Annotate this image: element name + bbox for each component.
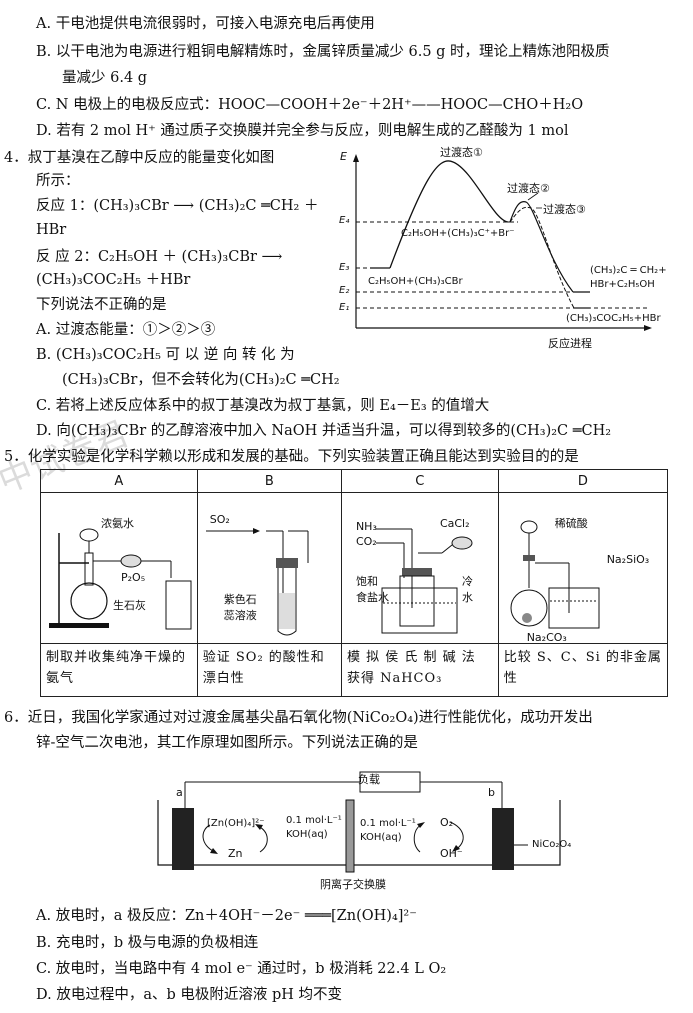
q6-stem: 6．近日，我国化学家通过对过渡金属基尖晶石氧化物(NiCo₂O₄)进行性能优化，… xyxy=(4,710,593,726)
energy-diagram xyxy=(353,154,652,331)
q5-stem: 5．化学实验是化学科学赖以形成和发展的基础。下列实验装置正确且能达到实验目的的是 xyxy=(4,449,579,465)
q4-reaction-1: 反应 1：(CH₃)₃CBr ⟶ (CH₃)₂C ═CH₂ ＋ xyxy=(36,198,319,214)
e2-label: E₂ xyxy=(339,285,350,296)
q4-reaction-1-cont: HBr xyxy=(36,222,67,238)
catalyst-label: NiCo₂O₄ xyxy=(532,839,572,850)
q4-option-d: D. 向(CH₃)₃CBr 的乙醇溶液中加入 NaOH 并适当升温，可以得到较多… xyxy=(36,423,612,439)
ts2-label: 过渡态② xyxy=(507,182,550,195)
c-label-co2: CO₂ xyxy=(355,535,377,548)
energy-axis-label: E xyxy=(340,150,347,163)
q4-stem-cont: 所示： xyxy=(36,173,80,189)
d-label-acid: 稀硫酸 xyxy=(554,517,588,530)
left-conc-2: KOH(aq) xyxy=(286,829,328,840)
hydroxide-label: OH⁻ xyxy=(440,847,463,860)
apparatus-d: 稀硫酸 Na₂SiO₃ Na₂CO₃ xyxy=(497,492,669,644)
c-label-cold-2: 水 xyxy=(461,591,473,604)
q3-option-b: B. 以干电池为电源进行粗铜电解精炼时，金属锌质量减少 6.5 g 时，理论上精… xyxy=(36,44,610,60)
electrode-b-label: b xyxy=(488,786,495,799)
reaction-progress-label: 反应进程 xyxy=(548,337,592,350)
intermediate-label: C₂H₅OH+(CH₃)₃C⁺+Br⁻ xyxy=(401,228,515,239)
c-label-brine: 食盐水 xyxy=(355,591,389,604)
q3-option-d: D. 若有 2 mol H⁺ 通过质子交换膜并完全参与反应，则电解生成的乙醛酸为… xyxy=(36,123,569,139)
q6-option-a: A. 放电时，a 极反应：Zn＋4OH⁻－2e⁻ ═══[Zn(OH)₄]²⁻ xyxy=(36,908,417,924)
a-label-p2o5: P₂O₅ xyxy=(121,571,146,584)
caption-d: 比较 S、C、Si 的非金属性 xyxy=(497,643,669,697)
product1-label-a: (CH₃)₂C ═ CH₂+ xyxy=(590,265,667,276)
battery-diagram xyxy=(157,771,561,873)
c-label-cold-1: 冷 xyxy=(461,575,473,588)
membrane-label: 阴离子交换膜 xyxy=(320,878,386,891)
q4-question: 下列说法不正确的是 xyxy=(36,297,167,313)
apparatus-c: NH₃ CO₂ CaCl₂ 饱和 食盐水 冷 水 xyxy=(340,492,499,644)
col-header-a: A xyxy=(40,469,198,493)
q4-option-c: C. 若将上述反应体系中的叔丁基溴改为叔丁基氯，则 E₄－E₃ 的值增大 xyxy=(36,398,490,414)
q6-option-c: C. 放电时，当电路中有 4 mol e⁻ 通过时，b 极消耗 22.4 L O… xyxy=(36,961,447,977)
a-label-lime: 生石灰 xyxy=(113,599,146,612)
caption-b: 验证 SO₂ 的酸性和漂白性 xyxy=(196,643,342,697)
right-conc-1: 0.1 mol·L⁻¹ xyxy=(360,818,416,829)
caption-a: 制取并收集纯净干燥的氨气 xyxy=(40,643,198,697)
q3-option-c: C. N 电极上的电极反应式：HOOC—COOH＋2e⁻＋2H⁺——HOOC—C… xyxy=(36,97,584,113)
q4-option-b-cont: (CH₃)₃CBr，但不会转化为(CH₃)₂C ═CH₂ xyxy=(62,372,340,388)
b-label-litmus-2: 蕊溶液 xyxy=(223,609,257,622)
b-label-so2: SO₂ xyxy=(209,513,230,526)
product2-label: (CH₃)₃COC₂H₅+HBr xyxy=(566,313,661,324)
zinc-label: Zn xyxy=(228,847,243,860)
electrode-a-label: a xyxy=(176,786,183,799)
q4-stem: 4．叔丁基溴在乙醇中反应的能量变化如图 xyxy=(4,150,275,166)
q4-reaction-2-cont: (CH₃)₃COC₂H₅ ＋HBr xyxy=(36,272,191,288)
ts1-label: 过渡态① xyxy=(440,146,483,159)
experiment-table: A B C D 浓氨水 P₂O₅ 生石灰 xyxy=(40,469,669,697)
q6-stem-cont: 锌-空气二次电池，其工作原理如图所示。下列说法正确的是 xyxy=(36,735,418,751)
product1-label-b: HBr+C₂H₅OH xyxy=(590,279,655,290)
apparatus-a: 浓氨水 P₂O₅ 生石灰 xyxy=(40,492,198,644)
col-header-d: D xyxy=(497,469,669,493)
q6-option-d: D. 放电过程中，a、b 电极附近溶液 pH 均不变 xyxy=(36,987,343,1003)
q4-option-b: B. (CH₃)₃COC₂H₅ 可 以 逆 向 转 化 为 xyxy=(36,347,295,363)
b-label-litmus-1: 紫色石 xyxy=(223,593,257,606)
c-label-nh3: NH₃ xyxy=(355,520,377,533)
q6-option-b: B. 充电时，b 极与电源的负极相连 xyxy=(36,935,259,951)
c-label-saturated: 饱和 xyxy=(355,575,378,588)
caption-c: 模 拟 侯 氏 制 碱 法 获得 NaHCO₃ xyxy=(340,643,499,697)
ts3-label: 过渡态③ xyxy=(543,203,586,216)
col-header-b: B xyxy=(196,469,342,493)
left-conc-1: 0.1 mol·L⁻¹ xyxy=(286,815,342,826)
q4-option-a: A. 过渡态能量：①＞②＞③ xyxy=(36,322,216,338)
c-label-cacl2: CaCl₂ xyxy=(439,517,470,530)
load-label: 负载 xyxy=(358,773,380,786)
oxygen-label: O₂ xyxy=(440,816,454,829)
q3-option-a: A. 干电池提供电流很弱时，可接入电源充电后再使用 xyxy=(36,16,375,32)
reactants-label: C₂H₅OH+(CH₃)₃CBr xyxy=(368,276,463,287)
col-header-c: C xyxy=(340,469,499,493)
q3-option-b-cont: 量减少 6.4 g xyxy=(62,70,148,86)
e1-label: E₁ xyxy=(339,302,350,313)
apparatus-b: SO₂ 紫色石 蕊溶液 xyxy=(196,492,342,644)
q4-reaction-2: 反 应 2：C₂H₅OH ＋ (CH₃)₃CBr ⟶ xyxy=(36,249,283,265)
right-conc-2: KOH(aq) xyxy=(360,832,402,843)
d-label-silicate: Na₂SiO₃ xyxy=(606,553,650,566)
d-label-carbonate: Na₂CO₃ xyxy=(526,631,567,644)
e3-label: E₃ xyxy=(339,262,350,273)
a-label-ammonia: 浓氨水 xyxy=(101,517,134,530)
zincate-label: [Zn(OH)₄]²⁻ xyxy=(207,818,265,829)
e4-label: E₄ xyxy=(339,215,350,226)
